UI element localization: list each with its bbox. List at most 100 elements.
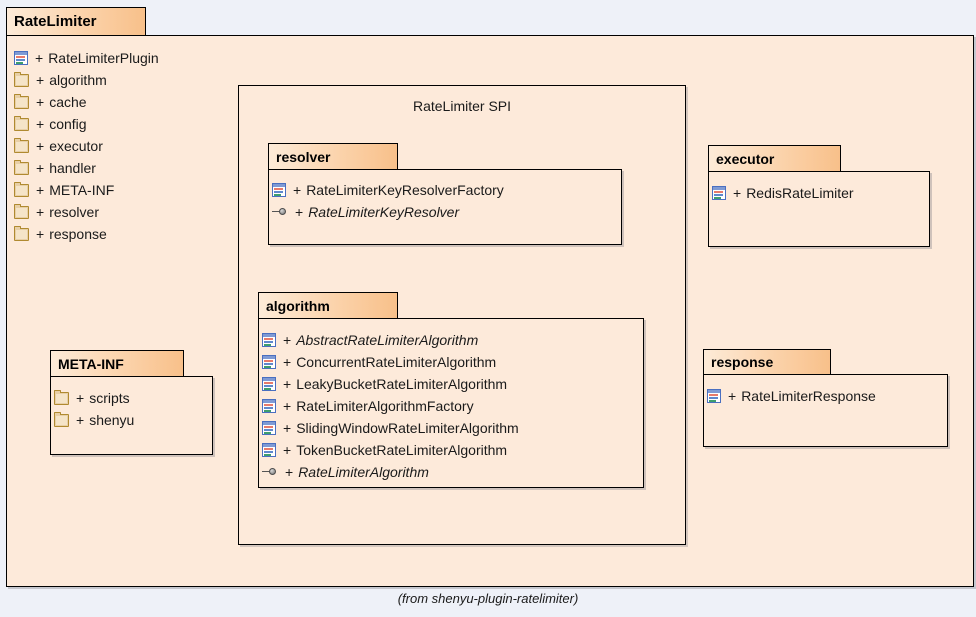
package-executor-title: executor bbox=[716, 150, 775, 167]
member-name: ConcurrentRateLimiterAlgorithm bbox=[296, 354, 497, 370]
member-name: AbstractRateLimiterAlgorithm bbox=[296, 332, 479, 348]
member-row[interactable]: +TokenBucketRateLimiterAlgorithm bbox=[262, 439, 640, 461]
member-row[interactable]: +algorithm bbox=[14, 69, 214, 91]
member-name: RateLimiterResponse bbox=[741, 388, 876, 404]
class-icon bbox=[262, 333, 276, 347]
member-row[interactable]: +resolver bbox=[14, 201, 214, 223]
member-row[interactable]: +RedisRateLimiter bbox=[712, 182, 926, 204]
visibility-marker: + bbox=[36, 94, 45, 110]
visibility-marker: + bbox=[36, 116, 45, 132]
folder-icon bbox=[14, 115, 29, 131]
interface-icon bbox=[262, 465, 278, 479]
member-name: resolver bbox=[49, 204, 99, 220]
class-icon bbox=[272, 183, 286, 197]
visibility-marker: + bbox=[76, 412, 85, 428]
visibility-marker: + bbox=[36, 226, 45, 242]
member-row[interactable]: +shenyu bbox=[54, 409, 209, 431]
member-name: LeakyBucketRateLimiterAlgorithm bbox=[296, 376, 508, 392]
package-executor-members: +RedisRateLimiter bbox=[712, 182, 926, 204]
diagram-source-note: (from shenyu-plugin-ratelimiter) bbox=[397, 591, 579, 606]
spi-title: RateLimiter SPI bbox=[412, 98, 512, 114]
visibility-marker: + bbox=[733, 185, 742, 201]
member-row[interactable]: +scripts bbox=[54, 387, 209, 409]
visibility-marker: + bbox=[283, 442, 292, 458]
package-meta-inf-tab[interactable]: META-INF bbox=[50, 350, 184, 377]
member-name: config bbox=[49, 116, 87, 132]
member-row[interactable]: +executor bbox=[14, 135, 214, 157]
member-row[interactable]: +ConcurrentRateLimiterAlgorithm bbox=[262, 351, 640, 373]
visibility-marker: + bbox=[283, 354, 292, 370]
package-resolver-title: resolver bbox=[276, 148, 331, 165]
package-response[interactable]: response +RateLimiterResponse bbox=[703, 349, 948, 447]
package-meta-inf-body bbox=[50, 376, 213, 455]
member-name: RedisRateLimiter bbox=[746, 185, 854, 201]
folder-icon bbox=[14, 225, 29, 241]
folder-icon bbox=[54, 411, 69, 427]
member-name: RateLimiterKeyResolver bbox=[308, 204, 460, 220]
package-meta-inf-members: +scripts+shenyu bbox=[54, 387, 209, 431]
member-row[interactable]: +RateLimiterPlugin bbox=[14, 47, 214, 69]
package-response-tab[interactable]: response bbox=[703, 349, 831, 375]
member-row[interactable]: +response bbox=[14, 223, 214, 245]
package-executor-tab[interactable]: executor bbox=[708, 145, 841, 172]
visibility-marker: + bbox=[36, 160, 45, 176]
interface-icon bbox=[272, 205, 288, 219]
member-name: RateLimiterAlgorithmFactory bbox=[296, 398, 474, 414]
class-icon bbox=[712, 186, 726, 200]
package-meta-inf[interactable]: META-INF +scripts+shenyu bbox=[50, 350, 213, 455]
package-resolver-members: +RateLimiterKeyResolverFactory+RateLimit… bbox=[272, 179, 618, 223]
visibility-marker: + bbox=[283, 398, 292, 414]
root-member-list: +RateLimiterPlugin+algorithm+cache+confi… bbox=[14, 47, 214, 245]
class-icon bbox=[262, 355, 276, 369]
package-response-members: +RateLimiterResponse bbox=[707, 385, 944, 407]
package-algorithm[interactable]: algorithm +AbstractRateLimiterAlgorithm+… bbox=[258, 292, 644, 488]
class-icon bbox=[262, 377, 276, 391]
member-name: cache bbox=[49, 94, 87, 110]
package-response-title: response bbox=[711, 354, 774, 370]
package-resolver[interactable]: resolver +RateLimiterKeyResolverFactory+… bbox=[268, 143, 622, 245]
root-package-tab[interactable]: RateLimiter bbox=[6, 7, 146, 36]
member-row[interactable]: +RateLimiterKeyResolverFactory bbox=[272, 179, 618, 201]
class-icon bbox=[262, 421, 276, 435]
member-name: scripts bbox=[89, 390, 130, 406]
member-row[interactable]: +SlidingWindowRateLimiterAlgorithm bbox=[262, 417, 640, 439]
member-name: RateLimiterKeyResolverFactory bbox=[306, 182, 504, 198]
visibility-marker: + bbox=[283, 332, 292, 348]
member-name: response bbox=[49, 226, 107, 242]
member-row[interactable]: +META-INF bbox=[14, 179, 214, 201]
package-algorithm-title: algorithm bbox=[266, 297, 330, 314]
class-icon bbox=[262, 399, 276, 413]
member-name: RateLimiterAlgorithm bbox=[298, 464, 429, 480]
member-row[interactable]: +RateLimiterResponse bbox=[707, 385, 944, 407]
member-row[interactable]: +handler bbox=[14, 157, 214, 179]
package-executor[interactable]: executor +RedisRateLimiter bbox=[708, 145, 930, 247]
visibility-marker: + bbox=[283, 376, 292, 392]
member-row[interactable]: +LeakyBucketRateLimiterAlgorithm bbox=[262, 373, 640, 395]
class-icon bbox=[14, 51, 28, 65]
member-row[interactable]: +AbstractRateLimiterAlgorithm bbox=[262, 329, 640, 351]
visibility-marker: + bbox=[295, 204, 304, 220]
package-resolver-tab[interactable]: resolver bbox=[268, 143, 398, 170]
class-icon bbox=[262, 443, 276, 457]
folder-icon bbox=[14, 159, 29, 175]
root-package-title: RateLimiter bbox=[14, 13, 97, 30]
member-row[interactable]: +RateLimiterKeyResolver bbox=[272, 201, 618, 223]
visibility-marker: + bbox=[36, 72, 45, 88]
member-row[interactable]: +config bbox=[14, 113, 214, 135]
member-row[interactable]: +RateLimiterAlgorithmFactory bbox=[262, 395, 640, 417]
package-resolver-body bbox=[268, 169, 622, 245]
package-algorithm-body bbox=[258, 318, 644, 488]
package-meta-inf-title: META-INF bbox=[58, 355, 124, 372]
package-algorithm-tab[interactable]: algorithm bbox=[258, 292, 398, 319]
member-name: RateLimiterPlugin bbox=[48, 50, 159, 66]
member-row[interactable]: +RateLimiterAlgorithm bbox=[262, 461, 640, 483]
member-name: shenyu bbox=[89, 412, 135, 428]
member-name: TokenBucketRateLimiterAlgorithm bbox=[296, 442, 508, 458]
folder-icon bbox=[54, 389, 69, 405]
visibility-marker: + bbox=[35, 50, 44, 66]
class-icon bbox=[707, 389, 721, 403]
visibility-marker: + bbox=[728, 388, 737, 404]
member-row[interactable]: +cache bbox=[14, 91, 214, 113]
package-executor-body bbox=[708, 171, 930, 247]
folder-icon bbox=[14, 203, 29, 219]
